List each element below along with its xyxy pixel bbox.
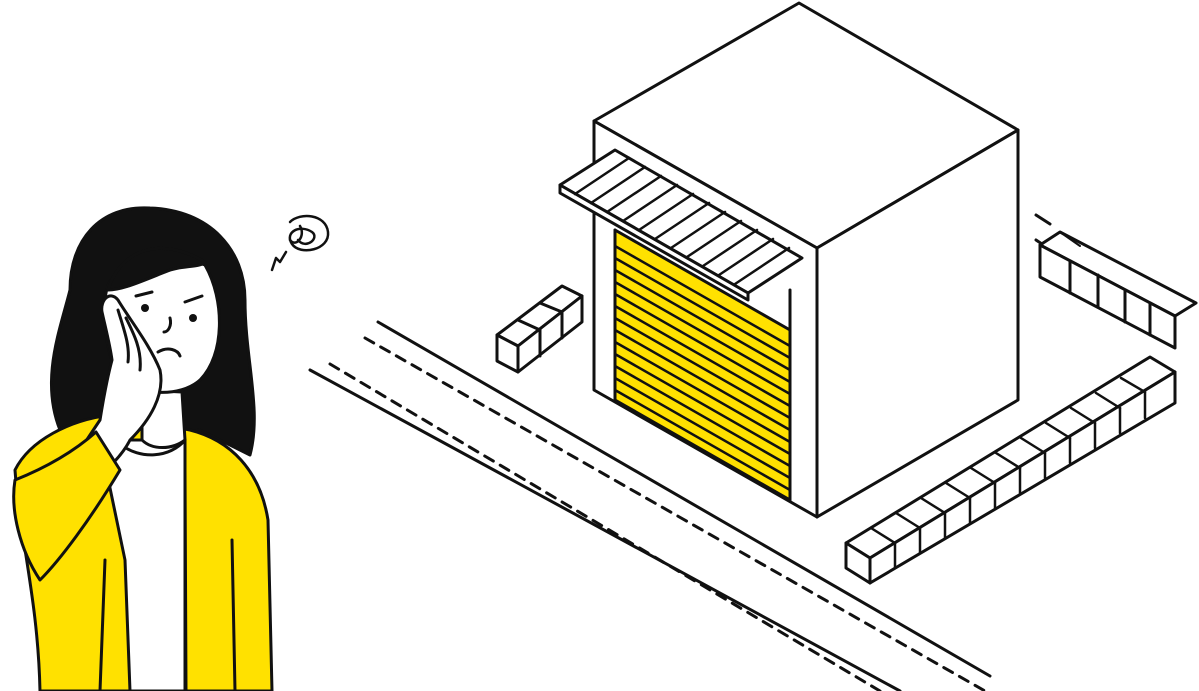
woman-sleeve [12, 430, 122, 582]
building-side [815, 128, 1020, 519]
awning [558, 148, 804, 302]
road-edge-top [376, 320, 992, 678]
curb-left [495, 284, 584, 374]
road-edge-bottom [308, 368, 902, 691]
road-dash-top [363, 336, 987, 691]
shutter [613, 228, 792, 502]
road [308, 320, 992, 691]
road-dash-bottom [328, 362, 882, 691]
curb-right-back [1034, 213, 1198, 350]
woman [12, 206, 274, 691]
curb-front [844, 355, 1177, 585]
confused-scribble-icon [270, 214, 330, 272]
shop-building [558, 1, 1020, 519]
